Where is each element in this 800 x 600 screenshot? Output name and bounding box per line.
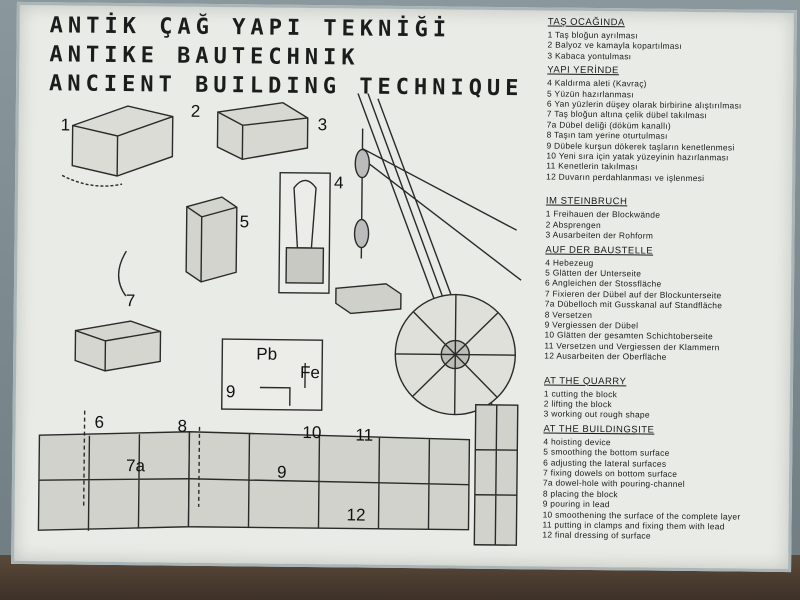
information-board: ANTİK ÇAĞ YAPI TEKNİĞİ ANTIKE BAUTECHNIK… <box>11 1 797 573</box>
label-1: 1 <box>61 115 71 134</box>
block-dowel <box>74 320 162 372</box>
label-9-detail: 9 <box>226 382 236 401</box>
label-3: 3 <box>318 115 328 134</box>
label-4: 4 <box>334 173 344 192</box>
legend-panel: TAŞ OCAĞINDA 1 Taş bloğun ayrılması 2 Ba… <box>540 12 794 542</box>
diagram-labels: 1 2 3 4 5 7 6 8 7a 9 Pb Fe 9 10 11 12 <box>61 102 374 525</box>
heading-en-quarry: AT THE QUARRY <box>543 375 627 387</box>
label-10: 10 <box>302 423 321 442</box>
label-7: 7 <box>126 291 136 310</box>
label-7a: 7a <box>126 456 146 475</box>
label-5: 5 <box>240 212 250 231</box>
block-smoothing <box>185 196 238 283</box>
crane <box>335 93 522 436</box>
label-8: 8 <box>177 417 187 436</box>
label-6: 6 <box>94 413 104 432</box>
heading-de-site: AUF DER BAUSTELLE <box>545 243 654 257</box>
heading-tr-site: YAPI YERİNDE <box>547 64 619 77</box>
legend-item: 12 final dressing of surface <box>542 529 651 542</box>
label-12: 12 <box>347 505 366 524</box>
heading-tr-quarry: TAŞ OCAĞINDA <box>547 16 625 29</box>
construction-diagram: 1 2 3 4 5 7 6 8 7a 9 Pb Fe 9 10 11 12 <box>37 93 522 546</box>
label-2: 2 <box>191 102 201 121</box>
legend-item: 3 Ausarbeiten der Rohform <box>545 229 654 241</box>
heading-de-quarry: IM STEINBRUCH <box>545 195 628 208</box>
label-9-wall: 9 <box>277 463 287 482</box>
label-pb: Pb <box>256 344 277 363</box>
rough-block <box>216 101 309 161</box>
masonry-wall <box>37 404 519 546</box>
legend-item: 3 working out rough shape <box>543 408 650 420</box>
quarry-block <box>71 105 174 177</box>
pouring-detail-box <box>221 338 324 411</box>
legend-item: 3 Kabaca yontulması <box>547 50 632 62</box>
label-fe: Fe <box>300 363 320 382</box>
label-11: 11 <box>355 426 373 445</box>
heading-en-site: AT THE BUILDINGSITE <box>543 423 655 436</box>
